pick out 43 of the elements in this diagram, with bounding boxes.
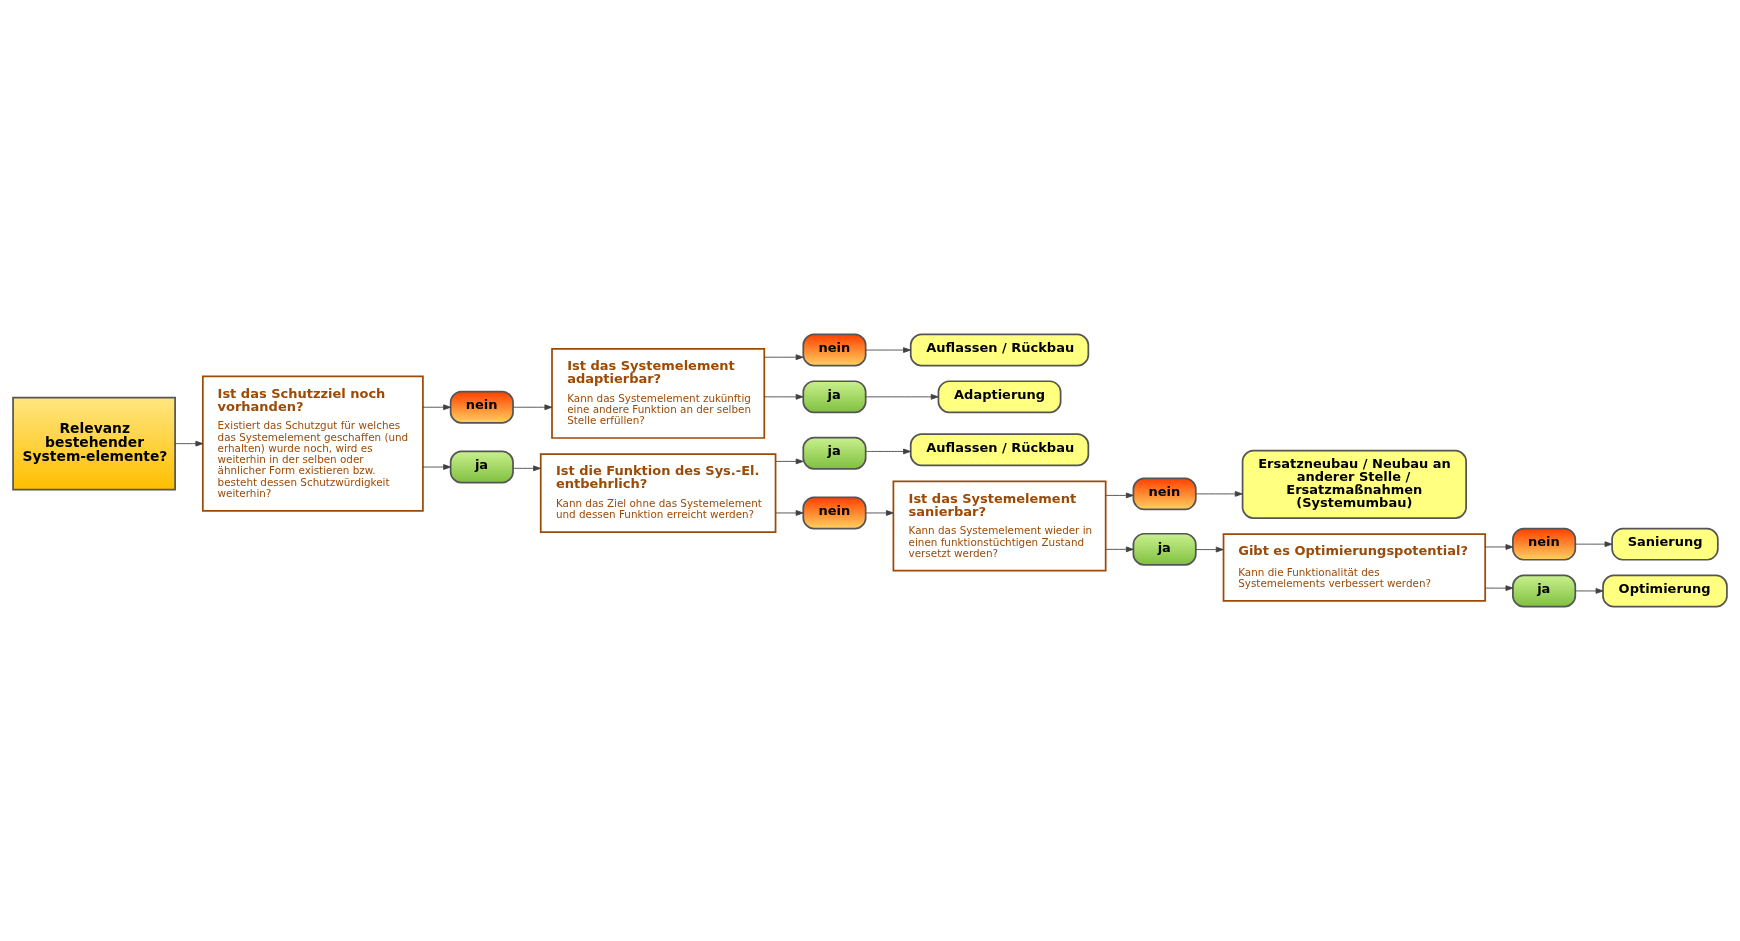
arrow: [512, 465, 541, 472]
arrow: [1105, 492, 1134, 499]
node-box: Sanierung: [1611, 527, 1719, 561]
arrow: [422, 404, 451, 411]
node-box: Auflassen / Rückbau: [909, 333, 1090, 367]
arrow: [865, 394, 939, 400]
arrow: [775, 458, 804, 465]
node-box: Ersatzneubau / Neubau an anderer Stelle / Ersatzmaßnahmen (Systemumbau): [1241, 449, 1467, 520]
node-box: ja: [802, 380, 867, 414]
node-box: Relevanz bestehender System-elemente?: [12, 396, 176, 491]
node-box: Ist das Schutzziel noch vorhanden? Existiert das Schutzgut für welches das Systemelement geschaffen (und erhalten) wurde noch, wird es weiterhin in der selben oder ähnlicher Form existieren bzw. besteht dessen Schutzwürdigkeit weiterhin?: [201, 375, 424, 512]
arrow: [764, 394, 804, 400]
node-box: ja: [802, 436, 867, 470]
node-box: Ist die Funktion des Sys.-El. entbehrlich? Kann das Ziel ohne das Systemelement und dessen Funktion erreicht werden?: [539, 453, 777, 533]
arrow: [1195, 491, 1243, 497]
arrow: [1575, 541, 1613, 547]
node-box: ja: [449, 450, 514, 484]
arrow: [865, 510, 894, 516]
arrow: [1484, 585, 1514, 591]
node-box: Adaptierung: [937, 380, 1062, 414]
arrow: [174, 440, 204, 447]
node-box: nein: [1512, 527, 1577, 561]
node-box: nein: [1132, 477, 1197, 511]
arrow: [764, 354, 804, 361]
node-box: ja: [1512, 574, 1577, 608]
arrow: [422, 464, 451, 470]
arrow: [1195, 546, 1224, 553]
arrow: [1575, 588, 1604, 594]
arrow: [1484, 544, 1514, 550]
node-box: nein: [449, 390, 514, 424]
node-box: Gibt es Optimierungspotential? Kann die Funktionalität des Systemelements verbessert werden?: [1222, 533, 1487, 602]
arrow: [1105, 546, 1134, 553]
node-box: Ist das Systemelement sanierbar? Kann das Systemelement wieder in einen funktionstüchtigen Zustand versetzt werden?: [892, 480, 1107, 572]
node-box: Optimierung: [1602, 574, 1728, 608]
arrow: [512, 404, 553, 411]
node-box: Ist das Systemelement adaptierbar? Kann das Systemelement zukünftig eine andere Funktion an der selben Stelle erfüllen?: [551, 347, 766, 439]
arrow: [865, 448, 911, 455]
node-box: Auflassen / Rückbau: [909, 433, 1090, 467]
node-box: ja: [1132, 532, 1197, 566]
arrow: [775, 510, 804, 516]
node-box: nein: [802, 496, 867, 530]
arrow: [865, 347, 911, 353]
node-box: nein: [802, 333, 867, 367]
